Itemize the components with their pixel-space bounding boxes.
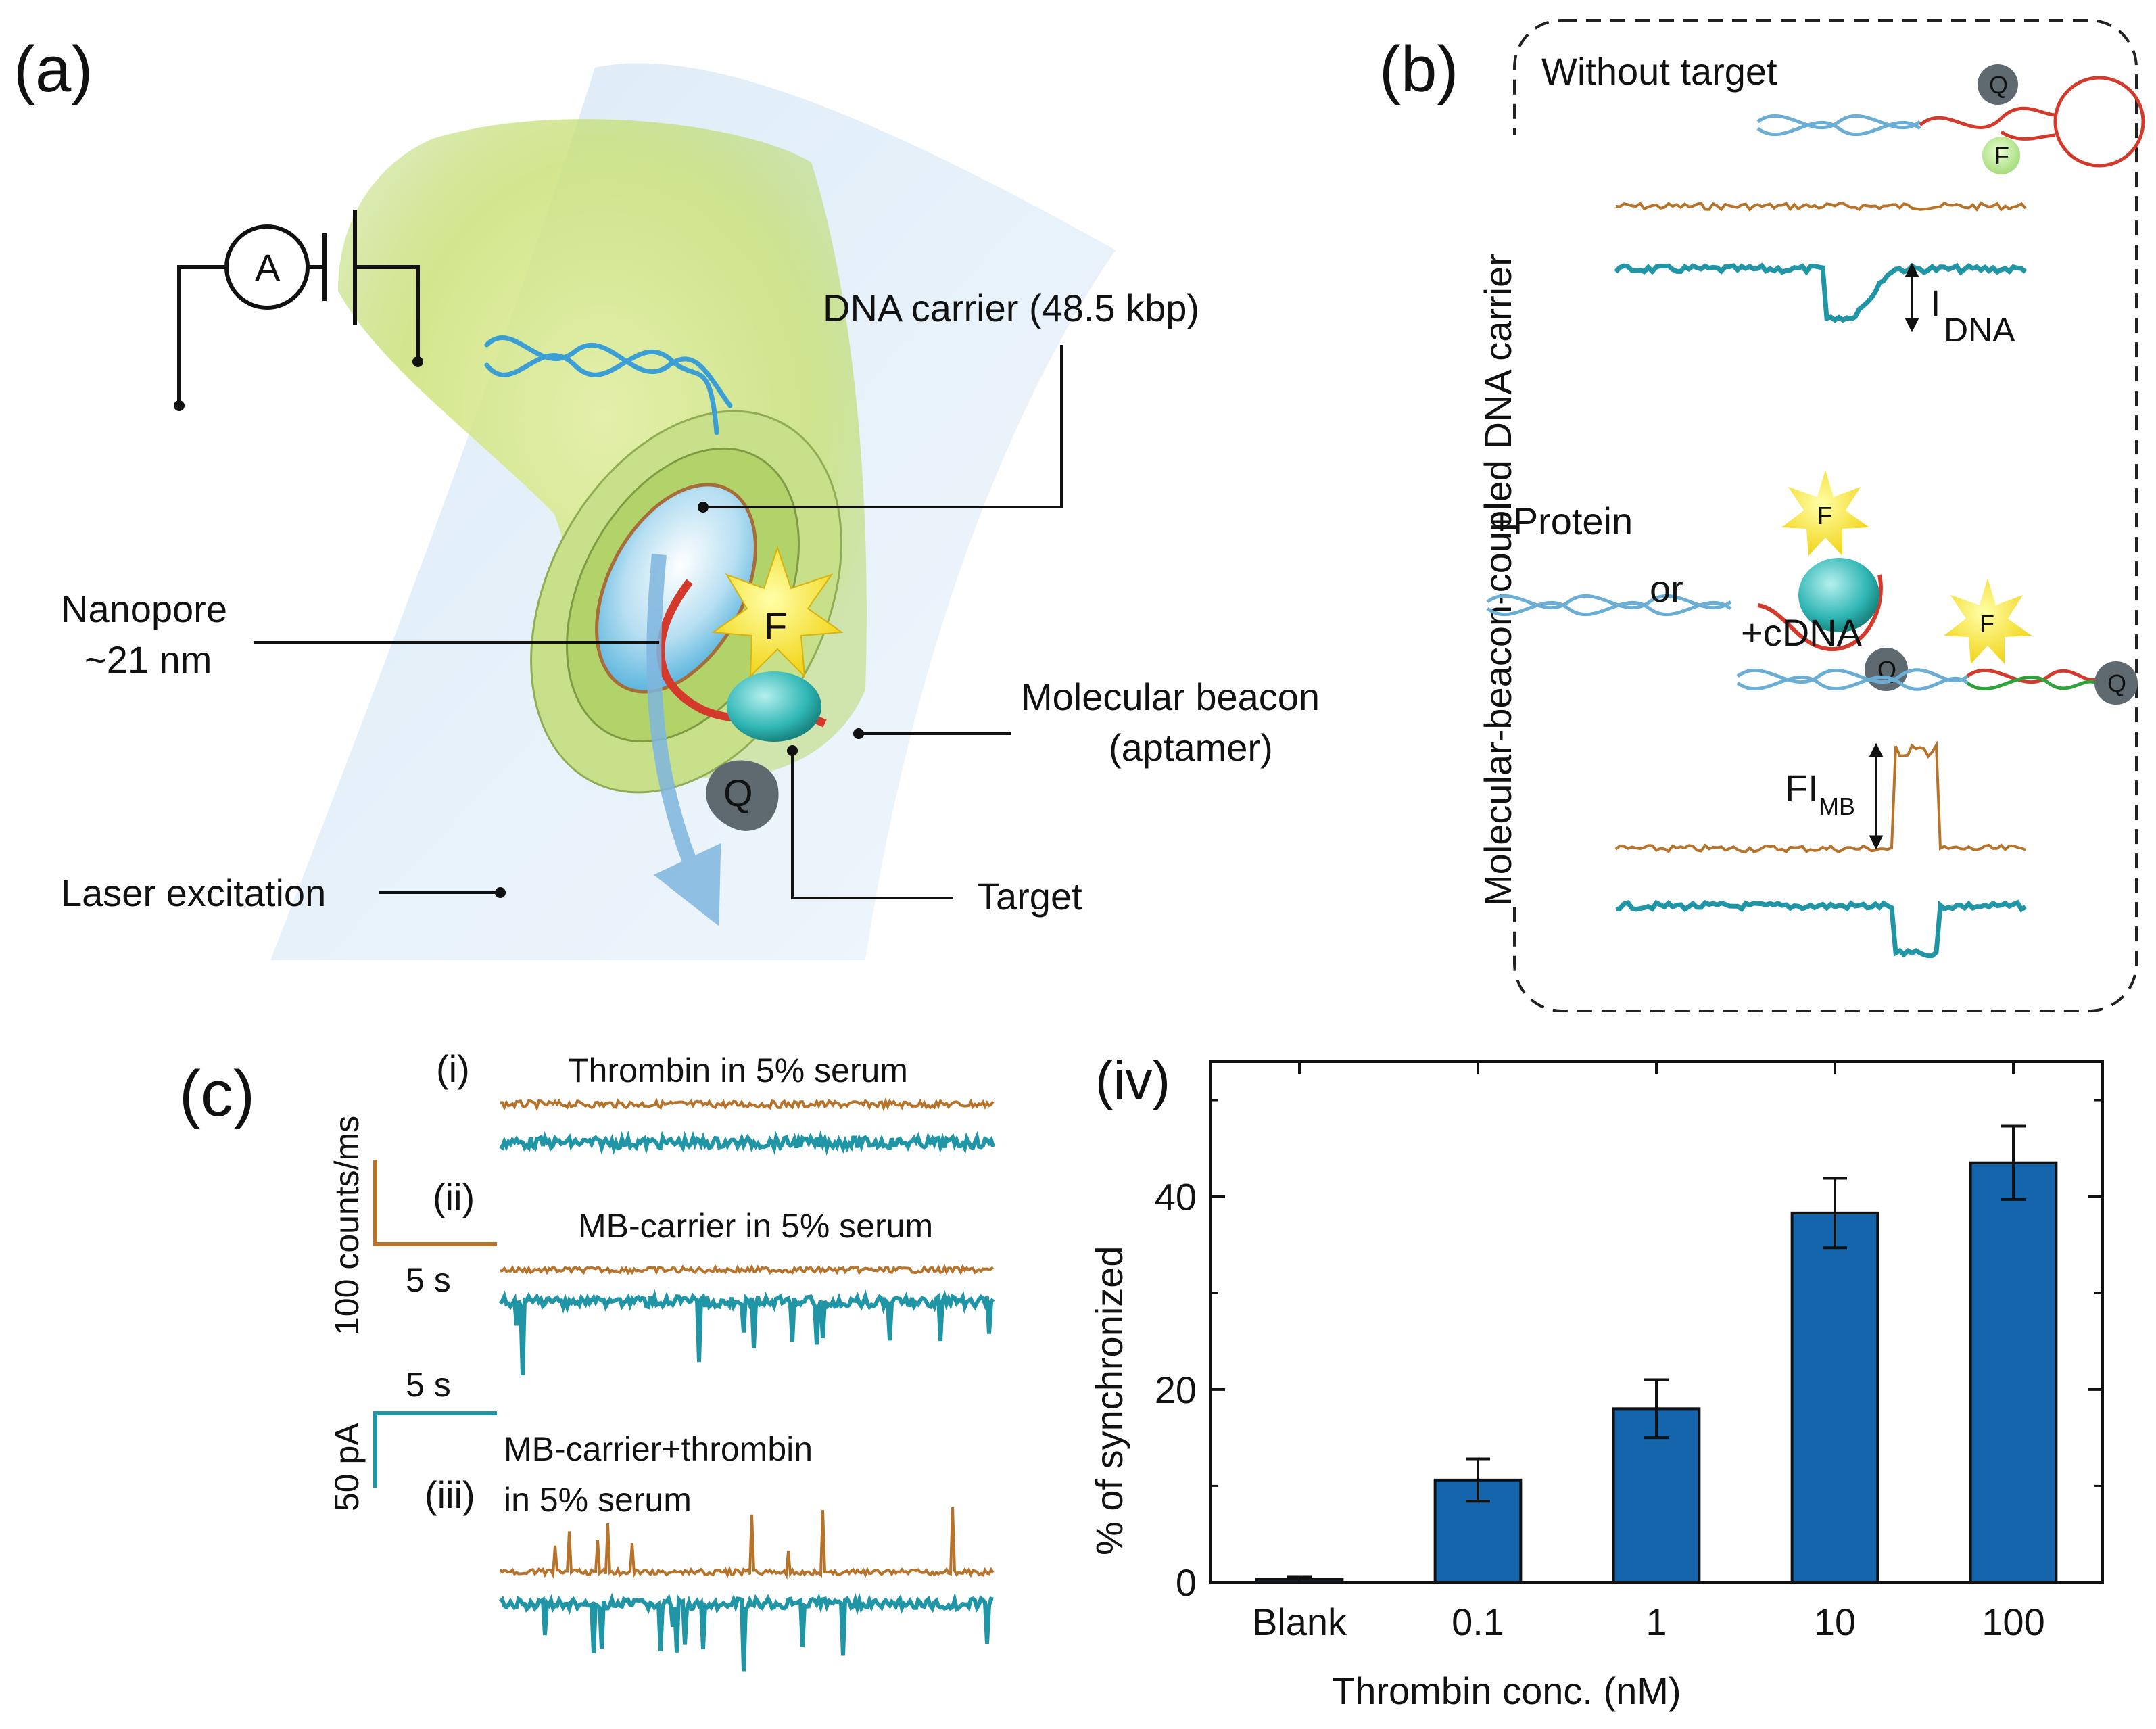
label-beacon: Molecular beacon [1021, 676, 1320, 718]
x-tick-label-0.1: 0.1 [1452, 1601, 1504, 1643]
chart-xlabel: Thrombin conc. (nM) [1332, 1669, 1681, 1712]
trace-iii-roman: (iii) [425, 1473, 475, 1516]
bar-100 [1969, 1161, 2058, 1584]
panel-a: (a) F Q [14, 33, 1320, 961]
trace-iii-title-2: in 5% serum [504, 1481, 692, 1519]
scale-bar-fluorescence [373, 1160, 497, 1246]
x-tick-label-Blank: Blank [1252, 1601, 1347, 1643]
protein-complex-fluor [1781, 470, 1869, 556]
trace-fluor-target [1614, 740, 2026, 854]
trace-iii-title-1: MB-carrier+thrombin [504, 1430, 813, 1468]
side-label-bg [1474, 135, 1548, 906]
scale-bar-current [373, 1411, 497, 1488]
trace-iii-fluorescence [499, 1507, 995, 1580]
hairpin-fluorophore [1982, 137, 2020, 174]
circuit-terminal-left [174, 400, 185, 411]
y-tick-label: 20 [1155, 1369, 1197, 1411]
trace-current-target [1615, 899, 2027, 959]
protein-complex-dna [1486, 594, 1732, 617]
cdna-fluor [1944, 578, 2032, 664]
trace-ii-title: MB-carrier in 5% serum [578, 1207, 933, 1245]
i-dna-subscript: DNA [1944, 311, 2015, 349]
leader-dot-laser [495, 887, 506, 898]
hairpin-quencher-label: Q [1989, 71, 2008, 99]
scale-current-label: 50 pA [328, 1423, 366, 1511]
trace-ii-fluorescence [500, 1264, 995, 1275]
side-label: Molecular-beacon-coupled DNA carrier [1477, 254, 1519, 906]
label-without-target: Without target [1541, 50, 1777, 93]
quencher-blob [706, 760, 779, 831]
translocation-arrow [646, 553, 721, 926]
trace-fluor-no-target [1615, 201, 2027, 212]
i-dna-arrow [1905, 262, 1919, 333]
label-plus-protein: +Protein [1491, 500, 1633, 542]
panel-c-traces [498, 1097, 995, 1672]
ammeter-label: A [255, 246, 281, 289]
scale-time-label-2: 5 s [406, 1366, 451, 1404]
y-tick-label: 0 [1176, 1561, 1197, 1604]
hairpin-fluorophore-label: F [1994, 142, 2009, 170]
trace-i-fluorescence [500, 1097, 995, 1112]
panel-b-dashed-frame [1513, 19, 2138, 1012]
label-or-visible: or [1650, 567, 1683, 610]
trace-current-no-target [1614, 262, 2028, 323]
trace-iii-current [498, 1592, 994, 1672]
fluorophore-star [711, 545, 844, 678]
panel-c-tag: (c) [179, 1058, 255, 1130]
cdna-fluor-label: F [1980, 610, 1994, 638]
trace-i-title: Thrombin in 5% serum [568, 1051, 908, 1089]
leader-target [791, 751, 953, 899]
protein-complex-fluor-label: F [1817, 502, 1832, 529]
scale-counts-label: 100 counts/ms [328, 1116, 366, 1335]
quencher-label: Q [723, 772, 753, 814]
hairpin-quencher [1978, 64, 2018, 105]
circuit-terminal-right [412, 356, 423, 367]
trace-ii-roman: (ii) [433, 1176, 475, 1218]
trace-i-roman: (i) [436, 1047, 470, 1090]
leader-dot-beacon [853, 728, 864, 739]
label-laser: Laser excitation [61, 872, 326, 914]
leader-dot-target [787, 745, 798, 756]
trace-i-current [499, 1130, 995, 1156]
fi-mb-label: FI [1785, 767, 1819, 809]
x-tick-label-100: 100 [1982, 1601, 2044, 1643]
cdna-quencher-label: Q [2107, 669, 2126, 697]
panel-b: (b) Molecular-beacon-coupled DNA carrier… [1379, 19, 2145, 1012]
label-target: Target [977, 875, 1082, 918]
fi-mb-subscript: MB [1819, 792, 1855, 820]
dna-helix [484, 335, 733, 435]
panel-a-tag: (a) [14, 33, 93, 105]
cdna-quencher [2094, 661, 2138, 705]
protein-complex-aptamer [1757, 574, 1883, 652]
trace-ii-current [498, 1289, 995, 1375]
electric-circuit [177, 210, 420, 406]
x-tick-label-10: 10 [1814, 1601, 1856, 1643]
y-tick-label: 40 [1155, 1176, 1197, 1218]
chart-panel-tag: (iv) [1095, 1050, 1170, 1110]
label-beacon-aptamer: (aptamer) [1109, 726, 1273, 769]
panel-c: (c) (i) Thrombin in 5% serum (ii) MB-car… [179, 1047, 995, 1672]
label-nanopore: Nanopore [61, 588, 227, 630]
fluorophore-label: F [764, 605, 787, 647]
ammeter-icon [224, 224, 310, 310]
label-plus-cdna: +cDNA [1741, 611, 1863, 654]
target-protein [727, 671, 821, 742]
leader-dna-carrier [703, 345, 1063, 508]
cdna-duplex [1736, 668, 2097, 691]
fi-mb-arrow [1869, 742, 1884, 850]
i-dna-label: I [1930, 282, 1941, 325]
leader-dot-dna [698, 502, 709, 513]
x-tick-label-1: 1 [1646, 1601, 1667, 1643]
bar-10 [1790, 1211, 1879, 1584]
label-dna-carrier: DNA carrier (48.5 kbp) [823, 287, 1199, 329]
panel-b-tag: (b) [1379, 33, 1458, 105]
chart-ylabel: % of synchronized [1088, 1246, 1130, 1555]
protein-complex-target [1798, 558, 1879, 632]
scale-time-label-1: 5 s [406, 1261, 451, 1299]
label-nanopore-size: ~21 nm [85, 638, 212, 681]
hairpin-beacon [1756, 76, 2145, 168]
